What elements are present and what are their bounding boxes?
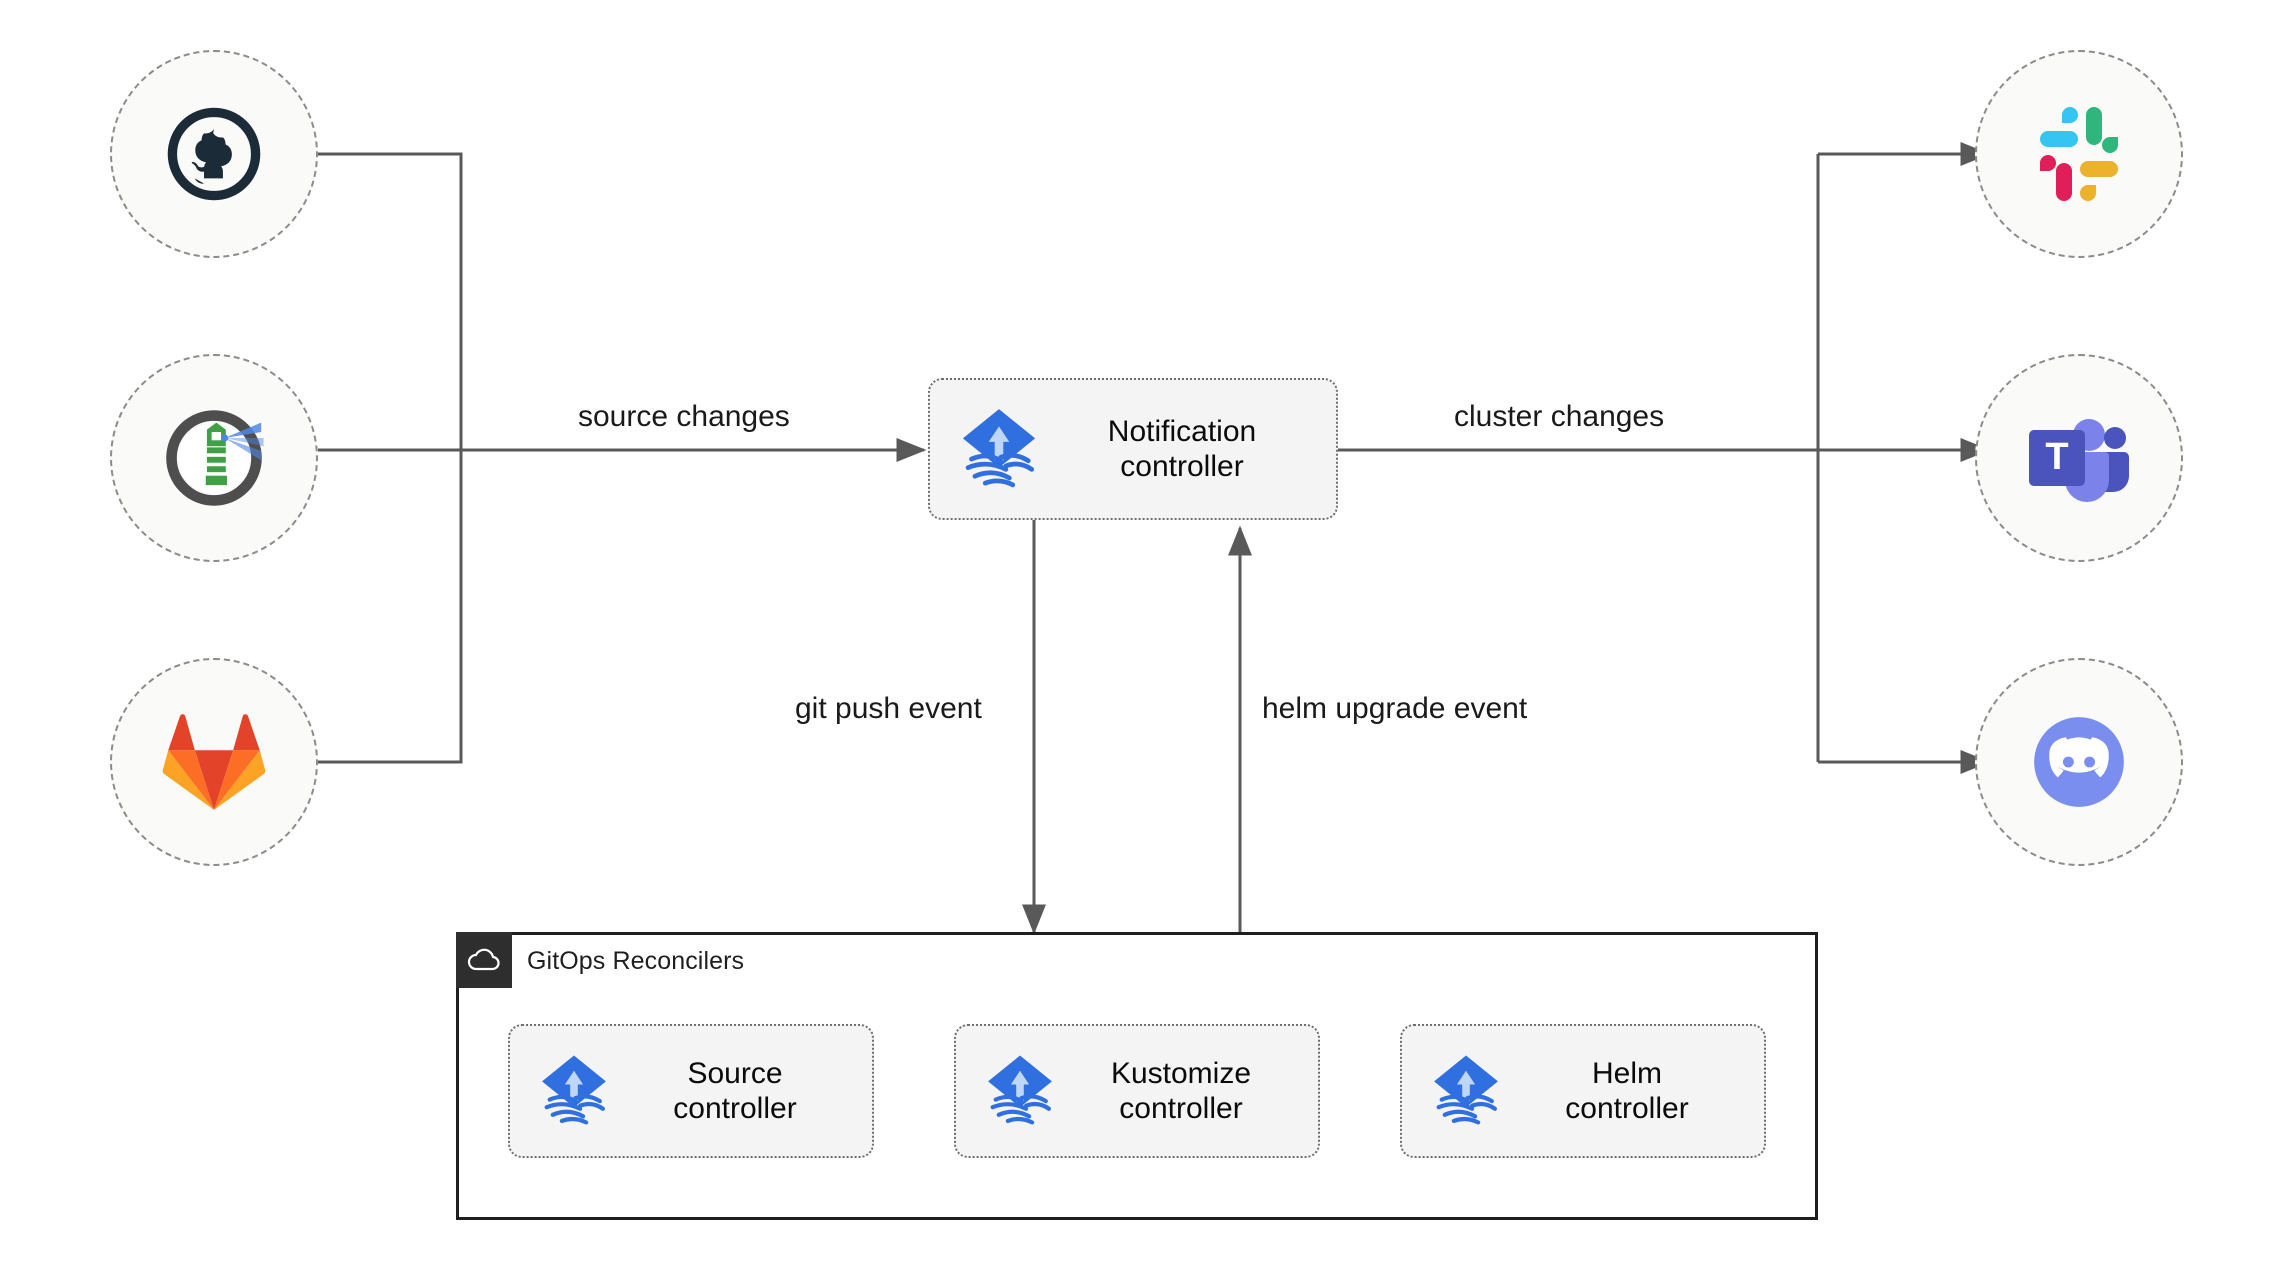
node-label-notification-controller: Notification controller [1107, 414, 1257, 483]
cloud-icon [467, 948, 500, 971]
flux-logo-icon [1428, 1051, 1504, 1132]
group-title-gitops-reconcilers: GitOps Reconcilers [527, 947, 745, 975]
svg-text:T: T [2045, 436, 2068, 478]
flux-lighthouse-icon [166, 410, 264, 506]
source-node-github[interactable] [110, 50, 318, 258]
node-label-source-controller: Source controller [673, 1056, 797, 1125]
edge-label-source-changes: source changes [578, 400, 790, 433]
group-icon-tab [456, 932, 512, 988]
discord-icon [2034, 717, 2124, 807]
source-node-flux[interactable] [110, 354, 318, 562]
node-helm-controller[interactable]: Helm controller [1400, 1024, 1766, 1158]
edge-label-git-push-event: git push event [795, 692, 982, 725]
node-kustomize-controller[interactable]: Kustomize controller [954, 1024, 1320, 1158]
flux-logo-icon [982, 1051, 1058, 1132]
github-icon [167, 107, 261, 201]
node-label-kustomize-controller: Kustomize controller [1110, 1056, 1252, 1125]
target-node-slack[interactable] [1975, 50, 2183, 258]
node-notification-controller[interactable]: Notification controller [928, 378, 1338, 520]
node-source-controller[interactable]: Source controller [508, 1024, 874, 1158]
node-label-helm-controller: Helm controller [1565, 1056, 1689, 1125]
target-node-discord[interactable] [1975, 658, 2183, 866]
target-node-teams[interactable]: T [1975, 354, 2183, 562]
gitlab-icon [162, 714, 266, 810]
flux-logo-icon [956, 404, 1042, 495]
edge-gitlab-trunk [318, 450, 463, 764]
edge-label-helm-upgrade-event: helm upgrade event [1262, 692, 1528, 725]
flux-logo-icon [536, 1051, 612, 1132]
edge-label-cluster-changes: cluster changes [1454, 400, 1665, 433]
edge-github-trunk [318, 152, 463, 450]
slack-icon [2040, 107, 2118, 201]
microsoft-teams-icon: T [2029, 419, 2129, 502]
source-node-gitlab[interactable] [110, 658, 318, 866]
